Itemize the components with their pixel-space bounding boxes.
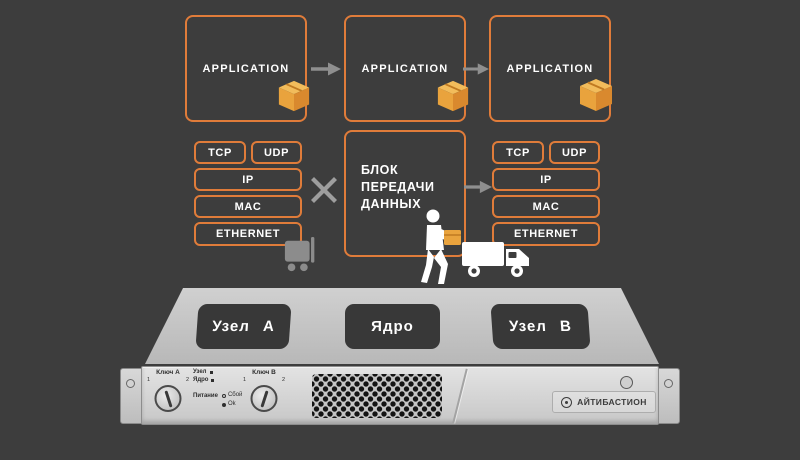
left-stack-udp: UDP <box>251 141 302 164</box>
blocked-cross-icon <box>311 177 337 203</box>
panel-round-button <box>620 376 633 389</box>
node-a-label: Узел A <box>195 304 292 349</box>
transfer-block: БЛОК ПЕРЕДАЧИ ДАННЫХ <box>344 130 466 257</box>
package-icon <box>437 80 469 112</box>
core-led-icon <box>211 378 215 382</box>
left-stack-ip: IP <box>194 168 302 191</box>
node-a-text: Узел A <box>211 318 276 335</box>
core-text: Ядро <box>371 318 414 335</box>
core-label: Ядро <box>345 304 440 349</box>
application-label: APPLICATION <box>202 63 290 75</box>
power-fail-row: Сбой <box>221 392 243 399</box>
ventilation-grille <box>312 374 442 418</box>
right-stack-ip: IP <box>492 168 600 191</box>
core-indicator-label: Ядро <box>193 376 209 383</box>
screw-icon <box>126 379 135 388</box>
right-stack-tcp: TCP <box>492 141 544 164</box>
brand-name: АЙТИБАСТИОН <box>577 397 647 407</box>
left-stack-mac: MAC <box>194 195 302 218</box>
stack-label: ETHERNET <box>513 228 579 240</box>
key-position-2: 2 <box>281 377 285 383</box>
power-label: Питание <box>193 393 218 399</box>
stack-label: UDP <box>263 146 290 159</box>
stack-label: TCP <box>208 146 232 159</box>
knob-slot <box>259 389 269 408</box>
handcart-icon <box>284 236 315 272</box>
key-b-label: Ключ B <box>252 369 276 376</box>
fail-label: Сбой <box>227 392 243 398</box>
fail-led-icon <box>221 393 226 398</box>
key-a-label: Ключ A <box>156 369 180 376</box>
stack-label: MAC <box>532 200 560 213</box>
node-indicator-row: Узел <box>193 369 257 377</box>
left-stack-ethernet: ETHERNET <box>194 222 302 246</box>
ok-led-icon <box>221 402 226 407</box>
left-stack-tcp: TCP <box>194 141 246 164</box>
knob-slot <box>163 389 173 408</box>
brand-plate: АЙТИБАСТИОН <box>552 391 656 413</box>
right-stack-ethernet: ETHERNET <box>492 222 600 246</box>
application-label: APPLICATION <box>506 63 594 75</box>
power-ok-row: Ok <box>221 401 242 408</box>
brand-logo-icon <box>561 396 573 408</box>
application-box-1: APPLICATION <box>185 15 307 122</box>
transfer-block-label: БЛОК ПЕРЕДАЧИ ДАННЫХ <box>361 163 435 211</box>
truck-icon <box>462 242 529 277</box>
node-led-icon <box>209 371 213 375</box>
key-knob-icon <box>154 385 182 412</box>
screw-icon <box>664 379 673 388</box>
node-b-text: Узел B <box>508 318 573 335</box>
arrow-right-icon <box>311 62 341 76</box>
courier-person-icon <box>421 209 461 284</box>
right-stack-mac: MAC <box>492 195 600 218</box>
stack-label: UDP <box>561 146 588 159</box>
stack-label: TCP <box>506 146 530 159</box>
rack-ear-left <box>120 368 142 424</box>
right-stack-udp: UDP <box>549 141 600 164</box>
power-indicator-block: Питание Сбой Ok <box>193 392 242 408</box>
stack-label: MAC <box>234 200 262 213</box>
application-label: APPLICATION <box>361 63 449 75</box>
key-switch-b: Ключ B 1 2 <box>242 369 286 423</box>
stack-label: IP <box>242 173 254 186</box>
stack-label: IP <box>540 173 552 186</box>
arrow-right-icon <box>463 63 489 75</box>
node-indicator-label: Узел <box>193 369 207 375</box>
ok-label: Ok <box>227 401 236 407</box>
key-position-1: 1 <box>243 377 247 383</box>
power-status-rows: Сбой Ok <box>221 392 243 408</box>
arrow-right-icon <box>464 180 492 194</box>
node-b-label: Узел B <box>490 304 591 349</box>
key-knob-icon <box>250 385 278 412</box>
core-indicator-row: Ядро <box>193 377 257 385</box>
indicator-cluster: Узел Ядро <box>193 369 257 384</box>
rack-ear-right <box>658 368 680 424</box>
application-box-3: APPLICATION <box>489 15 611 122</box>
key-position-1: 1 <box>147 377 151 383</box>
key-position-2: 2 <box>185 377 189 383</box>
stack-label: ETHERNET <box>215 228 281 240</box>
package-icon <box>278 80 310 112</box>
key-switch-a: Ключ A 1 2 <box>146 369 190 423</box>
package-icon <box>580 79 612 111</box>
